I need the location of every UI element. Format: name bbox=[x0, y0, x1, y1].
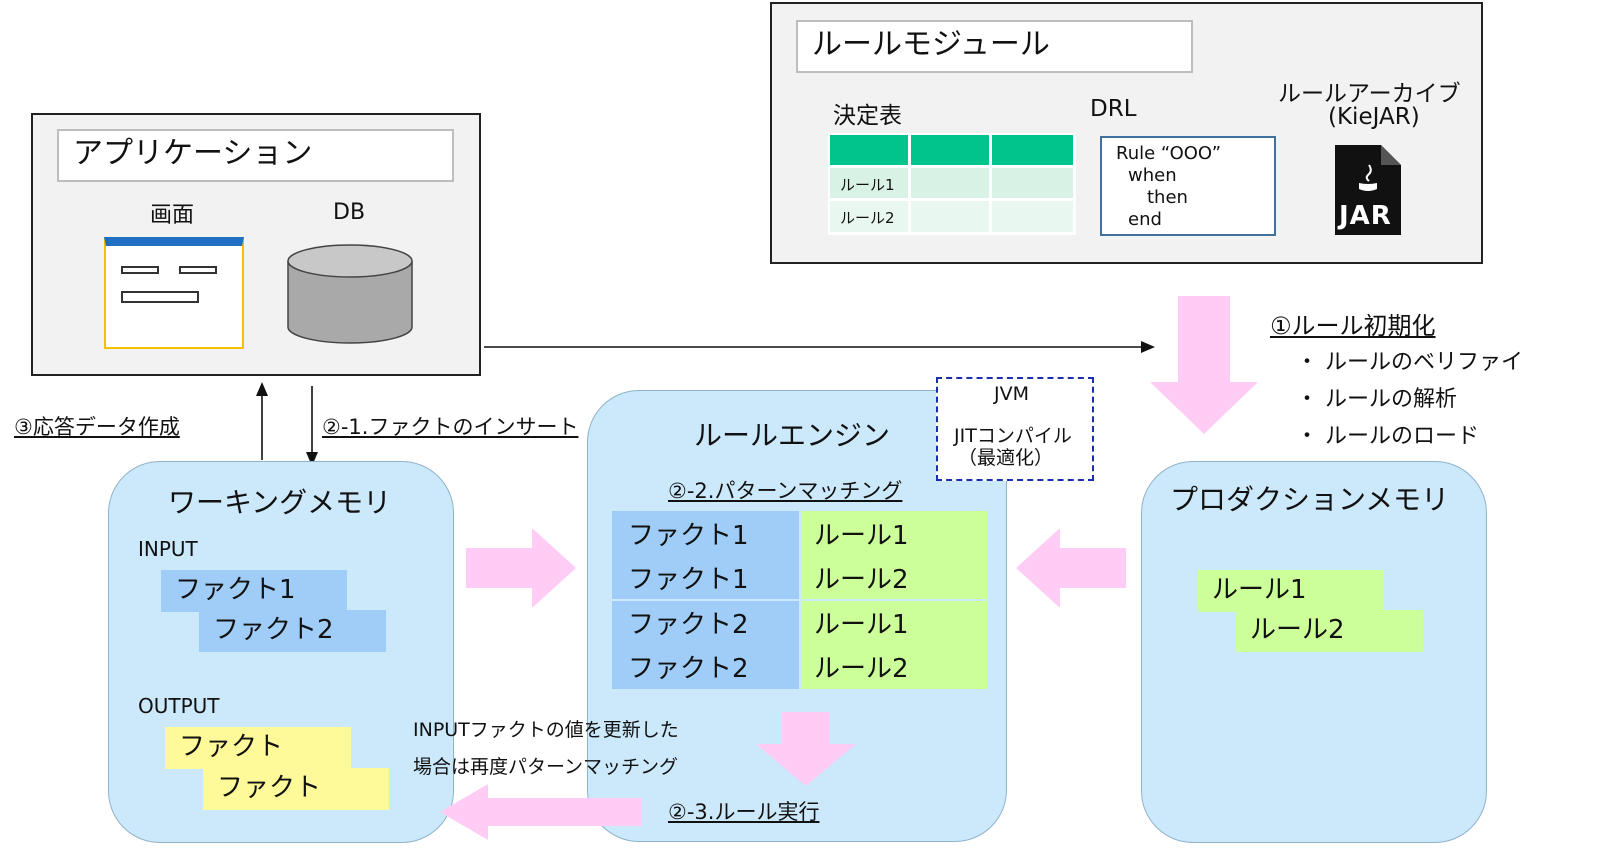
jit-optimize-label: （最適化） bbox=[958, 447, 1054, 469]
rule-engine-title: ルールエンジン bbox=[694, 419, 891, 452]
match-to-exec-arrow bbox=[756, 712, 856, 786]
match-rule: ルール1 bbox=[814, 610, 909, 640]
application-title: アプリケーション bbox=[57, 129, 454, 182]
drl-code-box: Rule “OOO” when then end bbox=[1100, 136, 1276, 236]
response-arrowhead bbox=[256, 382, 268, 396]
app-to-init-arrowhead bbox=[1141, 341, 1155, 353]
production-memory-panel bbox=[1141, 461, 1487, 843]
jar-file-icon: JAR bbox=[1335, 145, 1401, 235]
insert-arrowhead bbox=[306, 452, 318, 466]
exec-to-wm-arrow bbox=[440, 784, 642, 840]
init-step: ・ ルールの解析 bbox=[1296, 387, 1457, 412]
match-table: ファクト1 ルール1 ファクト1 ルール2 ファクト2 ルール1 ファクト2 ル… bbox=[612, 511, 987, 689]
production-rule: ルール2 bbox=[1236, 610, 1423, 652]
drl-code-line: when bbox=[1128, 165, 1177, 186]
drl-code-line: Rule “OOO” bbox=[1116, 143, 1222, 164]
init-title: ①ルール初期化 bbox=[1270, 312, 1436, 340]
input-fact: ファクト2 bbox=[199, 610, 386, 652]
match-rule: ルール2 bbox=[814, 654, 909, 684]
archive-label: ルールアーカイブ bbox=[1278, 81, 1461, 107]
rule-module-title: ルールモジュール bbox=[796, 20, 1193, 73]
match-fact: ファクト2 bbox=[628, 610, 749, 640]
pattern-matching-label: ②-2.パターンマッチング bbox=[668, 479, 903, 503]
output-label: OUTPUT bbox=[138, 694, 220, 718]
production-rule: ルール1 bbox=[1198, 570, 1384, 612]
match-fact: ファクト2 bbox=[628, 654, 749, 684]
init-step: ・ ルールのベリファイ bbox=[1296, 350, 1523, 375]
rematch-note: 場合は再度パターンマッチング bbox=[413, 756, 679, 778]
match-rule: ルール1 bbox=[814, 521, 909, 551]
decision-table: ルール1 ルール2 bbox=[828, 133, 1076, 235]
output-fact: ファクト bbox=[165, 727, 351, 769]
fact-insert-label: ②-1.ファクトのインサート bbox=[322, 415, 579, 439]
drl-label: DRL bbox=[1090, 96, 1137, 122]
decision-table-label: 決定表 bbox=[833, 103, 902, 129]
input-fact: ファクト1 bbox=[161, 570, 347, 612]
jar-icon-text: JAR bbox=[1339, 201, 1392, 231]
output-fact: ファクト bbox=[203, 768, 389, 810]
input-label: INPUT bbox=[138, 537, 198, 561]
db-label: DB bbox=[333, 200, 366, 225]
init-step: ・ ルールのロード bbox=[1296, 424, 1479, 449]
rule-execution-label: ②-3.ルール実行 bbox=[668, 800, 820, 824]
pm-to-engine-arrow bbox=[1016, 528, 1126, 608]
database-icon bbox=[287, 244, 413, 344]
wm-to-engine-arrow bbox=[466, 528, 576, 608]
archive-label-sub: (KieJAR) bbox=[1328, 104, 1420, 130]
match-rule: ルール2 bbox=[814, 565, 909, 595]
response-creation-label: ③応答データ作成 bbox=[14, 415, 180, 439]
working-memory-title: ワーキングメモリ bbox=[168, 486, 392, 519]
screen-icon bbox=[104, 237, 244, 349]
drl-code-line: then bbox=[1147, 187, 1188, 208]
decision-table-row: ルール1 bbox=[840, 176, 895, 194]
decision-table-row: ルール2 bbox=[840, 209, 895, 227]
rematch-note: INPUTファクトの値を更新した bbox=[413, 719, 679, 741]
match-fact: ファクト1 bbox=[628, 565, 749, 595]
init-arrow bbox=[1150, 296, 1258, 434]
match-fact: ファクト1 bbox=[628, 521, 749, 551]
screen-label: 画面 bbox=[150, 203, 195, 228]
jvm-box: JVM JITコンパイル （最適化） bbox=[936, 377, 1094, 481]
jit-label: JITコンパイル bbox=[954, 425, 1072, 447]
jvm-title: JVM bbox=[994, 383, 1029, 405]
drl-code-line: end bbox=[1128, 209, 1162, 230]
production-memory-title: プロダクションメモリ bbox=[1170, 483, 1450, 516]
